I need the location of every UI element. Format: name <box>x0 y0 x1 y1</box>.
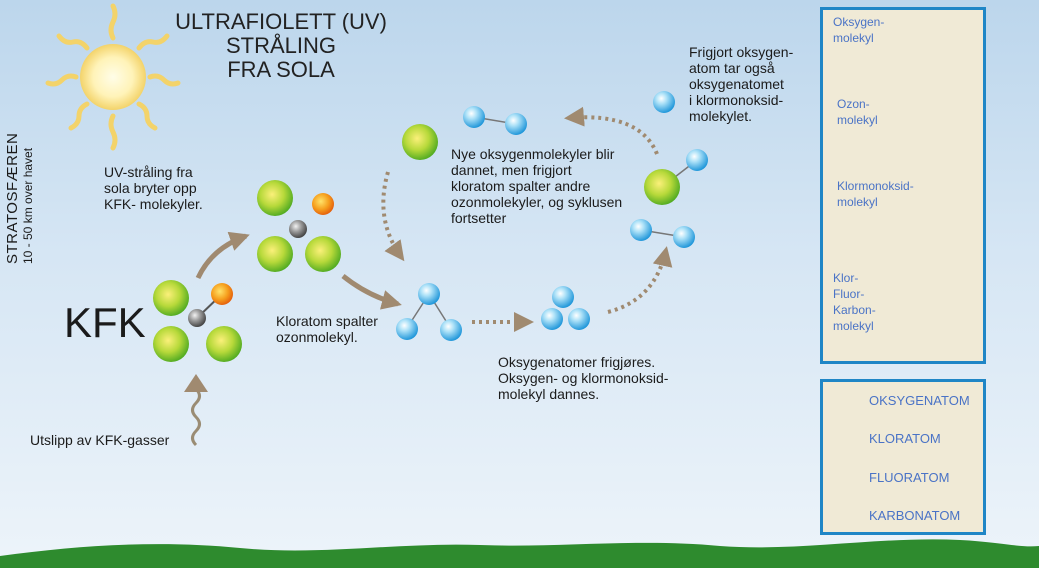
cfc-fragments <box>257 180 341 272</box>
sun-icon <box>45 3 181 151</box>
free-chlorine-atom <box>402 124 438 160</box>
caption-free-oxygen: Frigjort oksygen- atom tar også oksygena… <box>689 44 794 124</box>
legend-oxygen-molecule-label: Oksygen- molekyl <box>833 15 885 45</box>
caption-uv-breaks: UV-stråling fra sola bryter opp KFK- mol… <box>104 164 203 212</box>
emission-arrow <box>184 374 208 447</box>
molecule-legend <box>820 7 986 364</box>
chlorine-monoxide-molecule <box>644 149 708 205</box>
free-oxygen-atom <box>653 91 675 113</box>
legend-oxygen-atom-label: OKSYGENATOM <box>869 393 970 408</box>
oxygen-molecule <box>630 219 695 248</box>
legend-chlorine-atom-label: KLORATOM <box>869 431 941 446</box>
kfk-label: KFK <box>64 299 146 346</box>
legend-carbon-atom-label: KARBONATOM <box>869 508 961 523</box>
ground <box>0 539 1039 568</box>
legend-chlorine-monoxide-label: Klormonoksid- molekyl <box>837 179 914 209</box>
diagram-title: ULTRAFIOLETT (UV) STRÅLING FRA SOLA <box>175 9 387 82</box>
legend-cfc-molecule-label: Klor- Fluor- Karbon- molekyl <box>833 271 876 333</box>
new-oxygen-molecule <box>463 106 527 135</box>
legend-fluorine-atom-label: FLUORATOM <box>869 470 950 485</box>
cfc-molecule <box>153 280 242 362</box>
caption-oxygen-freed: Oksygenatomer frigjøres. Oksygen- og klo… <box>498 354 669 402</box>
caption-emission: Utslipp av KFK-gasser <box>30 432 170 448</box>
caption-chlorine-splits: Kloratom spalter ozonmolekyl. <box>276 313 378 345</box>
legend-ozone-molecule-label: Ozon- molekyl <box>837 97 878 127</box>
stratosphere-range: 10 - 50 km over havet <box>21 147 35 264</box>
atom-legend <box>820 379 986 535</box>
oxygen-atom-group <box>541 286 590 330</box>
caption-new-molecules: Nye oksygenmolekyler blir dannet, men fr… <box>451 146 623 226</box>
stratosphere-label: STRATOSFÆREN 10 - 50 km over havet <box>4 133 35 264</box>
stratosphere-title: STRATOSFÆREN <box>4 132 21 264</box>
reaction-arrows-dotted <box>381 106 673 332</box>
reaction-arrows-solid <box>195 231 402 310</box>
ozone-molecule <box>396 283 462 341</box>
